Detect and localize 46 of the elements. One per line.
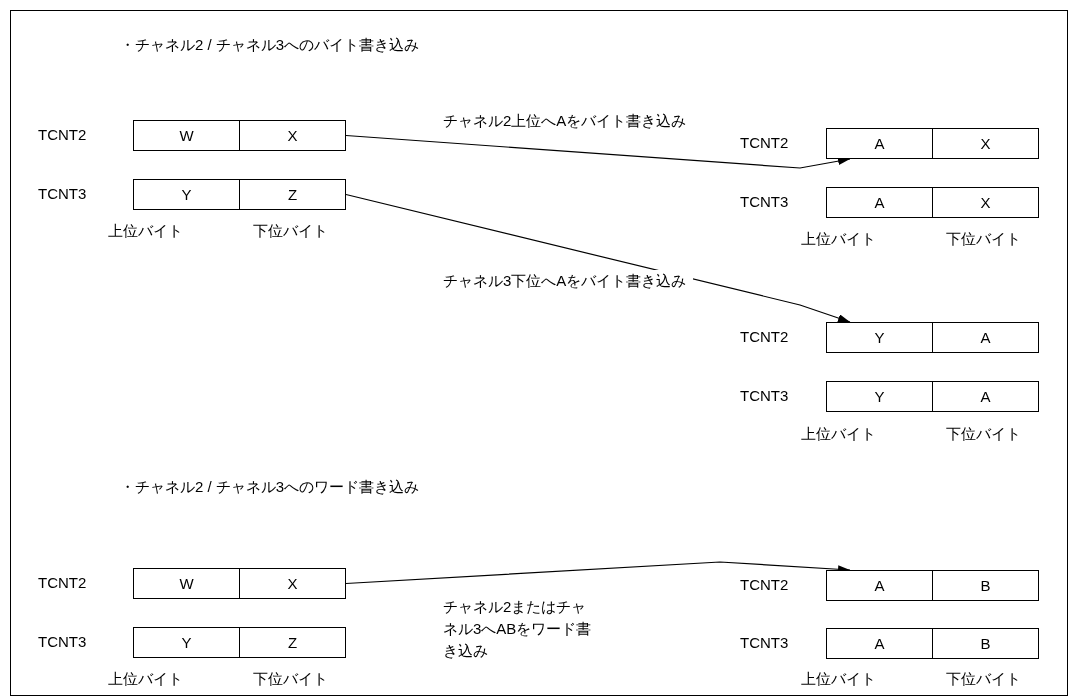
register-cell: Y xyxy=(826,322,933,353)
register-name: TCNT3 xyxy=(38,633,87,650)
byte-label: 下位バイト xyxy=(946,670,1021,689)
register-cell: X xyxy=(239,120,346,151)
arrow xyxy=(345,134,851,169)
byte-label: 下位バイト xyxy=(253,222,328,241)
register-cell: A xyxy=(826,128,933,159)
register-cell: B xyxy=(932,628,1039,659)
register-cell: Y xyxy=(133,179,240,210)
byte-label: 上位バイト xyxy=(108,670,183,689)
byte-label: 上位バイト xyxy=(108,222,183,241)
arrow xyxy=(345,561,851,585)
register-cell: A xyxy=(826,187,933,218)
register-name: TCNT2 xyxy=(740,576,789,593)
register-cell: Z xyxy=(239,179,346,210)
register-cell: X xyxy=(239,568,346,599)
register-name: TCNT2 xyxy=(38,574,87,591)
byte-label: 下位バイト xyxy=(253,670,328,689)
register-name: TCNT3 xyxy=(740,193,789,210)
register-name: TCNT3 xyxy=(740,387,789,404)
section-heading: ・チャネル2 / チャネル3へのワード書き込み xyxy=(120,478,420,497)
register-cell: Y xyxy=(133,627,240,658)
edge-label: チャネル3下位へAをバイト書き込み xyxy=(443,270,693,292)
register-cell: A xyxy=(826,628,933,659)
register-cell: W xyxy=(133,120,240,151)
register-name: TCNT2 xyxy=(38,126,87,143)
register-cell: A xyxy=(826,570,933,601)
byte-label: 上位バイト xyxy=(801,230,876,249)
register-cell: B xyxy=(932,570,1039,601)
register-name: TCNT2 xyxy=(740,328,789,345)
register-name: TCNT2 xyxy=(740,134,789,151)
register-cell: X xyxy=(932,187,1039,218)
byte-label: 下位バイト xyxy=(946,230,1021,249)
register-cell: X xyxy=(932,128,1039,159)
register-cell: A xyxy=(932,381,1039,412)
byte-label: 下位バイト xyxy=(946,425,1021,444)
register-cell: W xyxy=(133,568,240,599)
byte-label: 上位バイト xyxy=(801,670,876,689)
register-name: TCNT3 xyxy=(740,634,789,651)
arrow xyxy=(345,193,851,323)
register-cell: Y xyxy=(826,381,933,412)
register-name: TCNT3 xyxy=(38,185,87,202)
register-cell: Z xyxy=(239,627,346,658)
byte-label: 上位バイト xyxy=(801,425,876,444)
section-heading: ・チャネル2 / チャネル3へのバイト書き込み xyxy=(120,36,420,55)
register-cell: A xyxy=(932,322,1039,353)
